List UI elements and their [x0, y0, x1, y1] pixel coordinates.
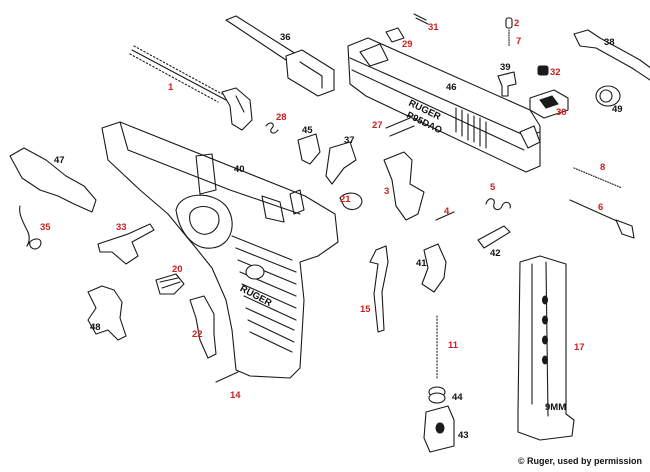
callout-37: 37	[344, 135, 355, 146]
callout-14: 14	[230, 390, 241, 401]
callout-48: 48	[90, 322, 101, 333]
callout-42: 42	[490, 248, 501, 259]
callout-7: 7	[516, 36, 521, 47]
callout-44: 44	[452, 392, 463, 403]
slide-part: RUGER P95DAO	[347, 37, 541, 173]
callout-20: 20	[172, 264, 183, 275]
callout-49: 49	[612, 104, 623, 115]
right-springs	[569, 167, 635, 239]
callout-40: 40	[234, 164, 245, 175]
callout-30: 30	[556, 107, 567, 118]
callout-15: 15	[360, 304, 371, 315]
callout-3: 3	[384, 186, 389, 197]
callout-31: 31	[428, 22, 439, 33]
callout-41: 41	[416, 258, 427, 269]
callout-11: 11	[448, 340, 459, 351]
callout-33: 33	[116, 222, 127, 233]
mainspring-parts	[423, 315, 455, 453]
spring-28	[265, 122, 279, 134]
callout-22: 22	[192, 329, 203, 340]
callout-45: 45	[302, 125, 313, 136]
magazine-engraving: 9MM	[545, 402, 566, 413]
callout-28: 28	[276, 112, 287, 123]
callout-38: 38	[604, 37, 615, 48]
callout-6: 6	[598, 202, 603, 213]
callout-17: 17	[574, 342, 585, 353]
callout-4: 4	[444, 206, 450, 217]
part-callouts: 1 2 3 4 5 6 7 8 11 14 15 17 20 21 22 27 …	[40, 18, 623, 441]
mid-parts	[297, 133, 425, 221]
recoil-spring-part	[129, 45, 253, 131]
small-top-parts	[385, 13, 513, 47]
callout-36: 36	[280, 32, 291, 43]
magazine-17: 9MM	[517, 255, 575, 441]
callout-27: 27	[372, 120, 383, 131]
left-parts	[9, 147, 239, 383]
callout-8: 8	[600, 162, 605, 173]
callout-21: 21	[340, 194, 351, 205]
callout-46: 46	[446, 82, 457, 93]
callout-39: 39	[500, 62, 511, 73]
trigger-bar-15	[369, 245, 389, 333]
callout-2: 2	[514, 18, 519, 29]
rear-sight-parts	[497, 65, 569, 119]
pins-27	[385, 117, 415, 137]
callout-5: 5	[490, 182, 496, 193]
callout-32: 32	[550, 67, 561, 78]
callout-1: 1	[168, 82, 174, 93]
copyright-credit: © Ruger, used by permission	[517, 456, 642, 466]
frame-part: RUGER	[101, 121, 339, 379]
callout-29: 29	[402, 39, 413, 50]
callout-35: 35	[40, 222, 51, 233]
right-mid-parts	[421, 198, 511, 293]
callout-43: 43	[458, 430, 469, 441]
takedown-parts	[573, 29, 650, 107]
barrel-part	[225, 15, 335, 97]
callout-47: 47	[54, 155, 65, 166]
